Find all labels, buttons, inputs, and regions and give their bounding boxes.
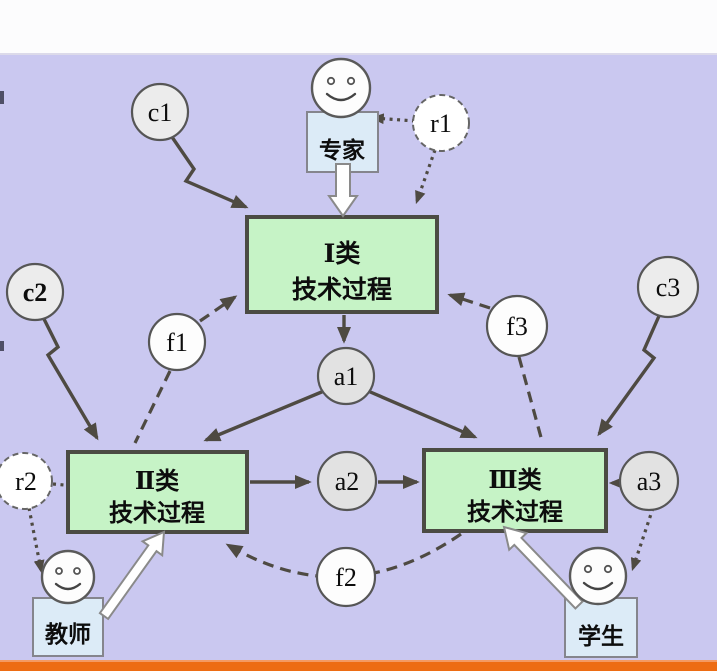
node-a1 [316,346,376,406]
process1-label-line1: Ⅰ类 [324,240,362,268]
smile-icon [582,581,614,591]
edge-f3-to-process1 [447,292,491,310]
eye-icon [73,567,81,575]
node-f1-label: f1 [166,328,188,357]
node-f1 [147,312,207,372]
expert-head [310,57,372,119]
node-c3 [636,255,700,319]
process2-label-line1: Ⅱ类 [135,468,180,495]
edge-f3-to-process3 [517,356,544,442]
process2-label-line2: 技术过程 [109,500,205,527]
edge-a1-to-process3 [367,389,478,439]
edge-c3-to-process3 [597,315,661,437]
process2-box [66,450,249,534]
bottom-orange-bar [0,660,717,671]
node-a1-label: a1 [334,362,359,391]
process1-box [245,215,439,314]
node-a2 [316,450,378,512]
node-f2 [315,546,377,608]
clipped-edge-artifact [0,341,4,351]
edge-r1-to-process1 [415,149,437,205]
edge-r1-to-expert [370,113,416,125]
node-r1 [412,94,470,152]
process3-box [422,448,608,533]
eye-icon [326,76,336,86]
teacher-input-arrow [98,530,166,621]
node-f3-label: f3 [506,312,528,341]
student-input-arrow [502,525,585,610]
process3-label-line2: 技术过程 [467,499,563,526]
edge-c2-to-process2 [41,316,99,441]
edge-r2-to-process2 [52,482,65,487]
smile-icon [54,582,82,591]
node-a3 [618,450,680,512]
expert-avatar [310,57,372,119]
teacher-avatar [40,549,96,605]
expert-label: 专家 [319,137,365,163]
teacher-head [40,549,96,605]
eye-icon [583,564,593,574]
clipped-edge-artifact [0,91,4,104]
smile-icon [325,92,357,102]
process1-label-line2: 技术过程 [292,276,392,304]
node-c2-label: c2 [23,278,48,307]
node-f3 [485,294,549,358]
eye-icon [603,564,613,574]
teacher-box [32,597,104,657]
expert-input-arrow [327,163,359,218]
node-c1-label: c1 [148,98,173,127]
eye-icon [346,76,356,86]
student-head [568,546,628,606]
edge-a1-to-process2 [203,389,325,442]
edge-c1-to-process1 [170,136,249,209]
node-c2 [5,262,65,322]
edge-r2-to-teacher [27,507,45,574]
node-r2-label: r2 [15,467,37,496]
node-a2-label: a2 [335,467,360,496]
node-f2-label: f2 [335,563,357,592]
edge-f1-to-process1 [199,295,238,323]
student-label: 学生 [578,623,624,649]
node-r1-label: r1 [430,109,452,138]
student-avatar [568,546,628,606]
process3-label-line1: Ⅲ类 [488,467,542,494]
node-r2 [0,452,53,510]
edge-f1-to-process2 [133,370,172,444]
node-c1 [130,82,190,142]
top-white-strip [0,0,717,55]
teacher-label: 教师 [45,621,91,647]
eye-icon [55,567,63,575]
node-a3-label: a3 [637,467,662,496]
edge-a3-to-student [630,507,655,572]
node-c3-label: c3 [656,273,681,302]
